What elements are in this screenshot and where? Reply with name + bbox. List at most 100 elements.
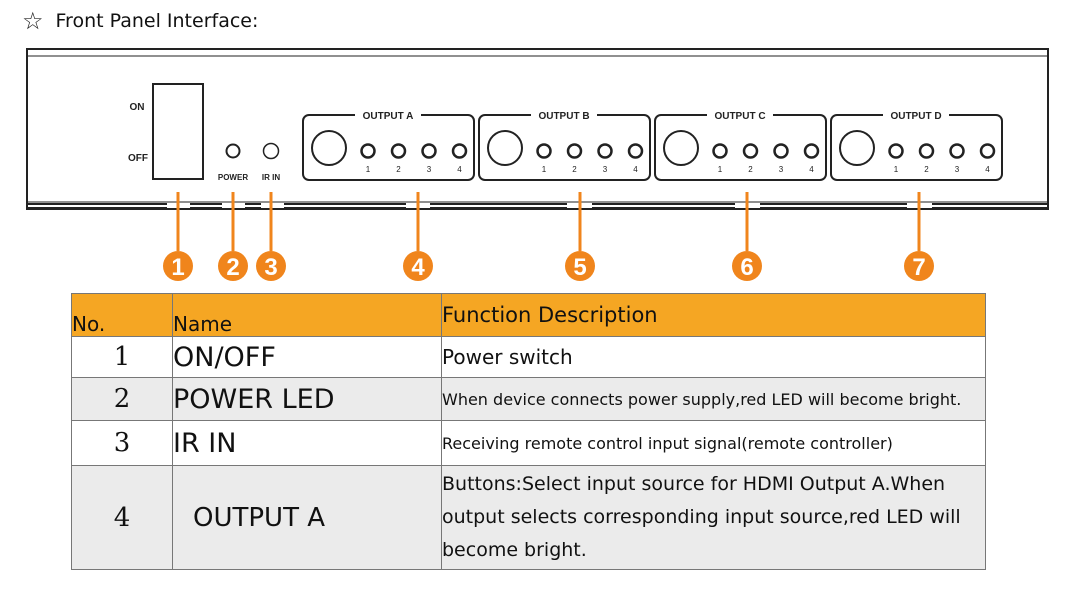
port-label: 4 xyxy=(985,165,990,174)
port-led-icon xyxy=(451,143,468,159)
output-title: OUTPUT D xyxy=(890,111,941,122)
port-label: 4 xyxy=(457,165,462,174)
callout-marker: 7 xyxy=(904,192,934,281)
port-led-icon xyxy=(949,143,965,159)
port-label: 3 xyxy=(427,165,432,174)
callout-number: 6 xyxy=(740,254,753,281)
callout-number: 7 xyxy=(912,254,925,281)
port-led-icon xyxy=(421,143,437,159)
callout-marker: 6 xyxy=(732,192,762,281)
port-label: 2 xyxy=(396,165,401,174)
ir-sensor-icon xyxy=(262,142,280,160)
callout-marker: 4 xyxy=(403,192,433,281)
callout-circle xyxy=(163,251,193,281)
port-led-icon xyxy=(742,143,759,159)
port-led-icon xyxy=(627,143,644,159)
power-switch-icon xyxy=(152,83,204,180)
header-function-description: Function Description xyxy=(441,293,986,337)
callout-circle xyxy=(218,251,248,281)
port-led-icon xyxy=(712,143,728,159)
port-led-icon xyxy=(773,143,789,159)
port-label: 2 xyxy=(748,165,753,174)
callout-marker: 1 xyxy=(163,192,193,281)
callout-number: 3 xyxy=(264,254,277,281)
select-button-icon xyxy=(663,130,699,166)
port-led-icon xyxy=(918,143,935,159)
callout-circle xyxy=(732,251,762,281)
output-group: OUTPUT A 1 2 3 4 xyxy=(302,108,475,181)
title-mask xyxy=(707,108,773,122)
section-title: Front Panel Interface: xyxy=(55,10,259,32)
port-led-icon xyxy=(390,143,407,159)
callout-marker: 2 xyxy=(218,192,248,281)
output-title: OUTPUT B xyxy=(538,111,589,122)
star-icon: ☆ xyxy=(22,7,44,35)
output-group: OUTPUT C 1 2 3 4 xyxy=(654,108,827,181)
row-name: OUTPUT A xyxy=(172,465,442,570)
row-number: 4 xyxy=(71,465,173,570)
output-group: OUTPUT D 1 2 3 4 xyxy=(830,108,1003,181)
table-row: 1 ON/OFF Power switch xyxy=(71,336,986,378)
callout-number: 1 xyxy=(171,254,184,281)
callout-circle xyxy=(565,251,595,281)
leader-lines xyxy=(27,203,1048,209)
header-name: Name xyxy=(172,293,442,337)
table-row: 4 OUTPUT A Buttons:Select input source f… xyxy=(71,465,986,570)
row-description: Power switch xyxy=(441,336,986,378)
port-label: 1 xyxy=(366,165,371,174)
title-mask xyxy=(531,108,597,122)
function-table: No. Name Function Description 1 ON/OFF P… xyxy=(71,293,986,570)
select-button-icon xyxy=(311,130,347,166)
port-led-icon xyxy=(566,143,583,159)
callout-number: 4 xyxy=(411,254,425,281)
callout-marker: 5 xyxy=(565,192,595,281)
callout-number: 2 xyxy=(226,254,239,281)
port-led-icon xyxy=(597,143,613,159)
header-no: No. xyxy=(71,293,173,337)
port-led-icon xyxy=(888,143,904,159)
callout-circle xyxy=(403,251,433,281)
callout-circle xyxy=(904,251,934,281)
port-label: 1 xyxy=(894,165,899,174)
power-led-label: POWER xyxy=(218,173,248,182)
port-label: 4 xyxy=(809,165,814,174)
callout-circle xyxy=(256,251,286,281)
row-number: 3 xyxy=(71,420,173,466)
port-label: 2 xyxy=(924,165,929,174)
callout-number: 5 xyxy=(573,254,586,281)
row-number: 2 xyxy=(71,377,173,421)
port-led-icon xyxy=(979,143,996,159)
power-led-icon xyxy=(225,143,241,159)
port-label: 1 xyxy=(542,165,547,174)
table-row: 2 POWER LED When device connects power s… xyxy=(71,377,986,421)
select-button-icon xyxy=(839,130,875,166)
port-label: 4 xyxy=(633,165,638,174)
table-header-row: No. Name Function Description xyxy=(71,293,986,337)
row-description: When device connects power supply,red LE… xyxy=(441,377,986,421)
switch-off-label: OFF xyxy=(128,153,148,164)
row-name: IR IN xyxy=(172,420,442,466)
port-label: 1 xyxy=(718,165,723,174)
output-title: OUTPUT A xyxy=(363,111,414,122)
table-row: 3 IR IN Receiving remote control input s… xyxy=(71,420,986,466)
title-mask xyxy=(883,108,949,122)
port-label: 3 xyxy=(603,165,608,174)
output-title: OUTPUT C xyxy=(714,111,765,122)
row-description: Buttons:Select input source for HDMI Out… xyxy=(441,465,986,570)
port-label: 3 xyxy=(779,165,784,174)
title-mask xyxy=(355,108,421,122)
row-number: 1 xyxy=(71,336,173,378)
switch-on-label: ON xyxy=(130,102,145,113)
port-label: 3 xyxy=(955,165,960,174)
port-led-icon xyxy=(360,143,376,159)
port-label: 2 xyxy=(572,165,577,174)
row-name: POWER LED xyxy=(172,377,442,421)
ir-in-label: IR IN xyxy=(262,173,280,182)
section-heading: ☆ Front Panel Interface: xyxy=(22,6,258,36)
row-name: ON/OFF xyxy=(172,336,442,378)
callout-marker: 3 xyxy=(256,192,286,281)
select-button-icon xyxy=(487,130,523,166)
